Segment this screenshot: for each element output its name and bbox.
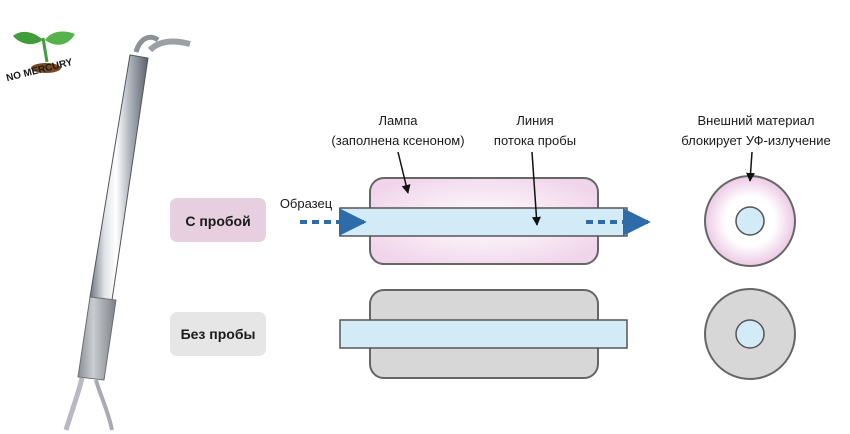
logo-text: NO MERCURY [5, 57, 74, 84]
cross-section-tube [735, 319, 765, 349]
row-with-sample: С пробой Образец [170, 151, 796, 267]
flow-tube [339, 207, 628, 237]
outer-label-line1: Внешний материал [697, 113, 814, 128]
sprout-icon [13, 31, 75, 73]
row-label: С пробой [185, 213, 250, 229]
row-without-sample: Без пробы [170, 288, 796, 380]
lamp-label-line1: Лампа [379, 113, 419, 128]
cross-section-tube [735, 206, 765, 236]
no-mercury-logo: NO MERCURY [5, 31, 75, 84]
flow-pointer [531, 151, 541, 226]
outer-pointer [746, 151, 756, 182]
flow-tube [339, 319, 628, 349]
lamp-pointer [397, 151, 411, 194]
row-badge [170, 312, 266, 356]
row-label: Без пробы [181, 326, 256, 342]
lamp-label-line2: (заполнена ксеноном) [331, 133, 464, 148]
row-badge [170, 198, 266, 242]
flow-label-line1: Линия [516, 113, 553, 128]
sample-label: Образец [280, 196, 333, 211]
flow-label-line2: потока пробы [494, 133, 576, 148]
uv-lamp-icon [63, 34, 191, 431]
outer-label-line2: блокирует УФ-излучение [681, 133, 830, 148]
